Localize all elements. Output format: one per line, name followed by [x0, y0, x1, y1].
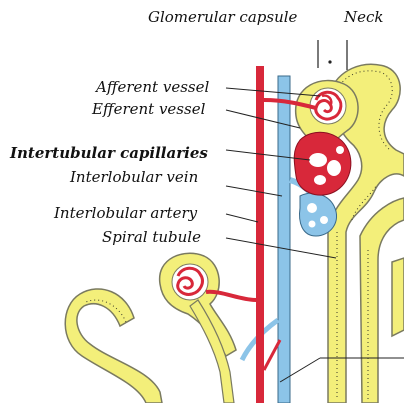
label-glomerular-capsule: Glomerular capsule	[148, 8, 298, 26]
neck-marker	[318, 40, 347, 70]
label-interlobular-artery: Interlobular artery	[53, 204, 198, 222]
label-afferent-vessel: Afferent vessel	[94, 78, 209, 96]
label-efferent-vessel: Efferent vessel	[91, 100, 206, 118]
label-intertubular-capillaries: Intertubular capillaries	[9, 144, 208, 162]
label-neck: Neck	[343, 8, 384, 26]
label-spiral-tubule: Spiral tubule	[102, 228, 201, 246]
intertubular-capillaries	[294, 132, 351, 195]
convoluted-tubule-left	[65, 289, 162, 403]
label-interlobular-vein: Interlobular vein	[69, 168, 198, 186]
